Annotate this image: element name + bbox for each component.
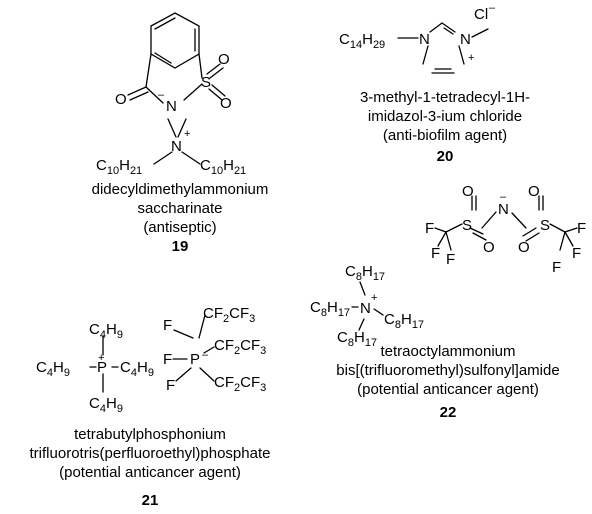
- svg-text:S: S: [462, 217, 472, 234]
- svg-text:CF2CF3: CF2CF3: [214, 337, 266, 357]
- svg-text:C8H17: C8H17: [337, 329, 377, 349]
- phosphonium-bonds: [89, 335, 119, 393]
- svg-text:C4H9: C4H9: [89, 321, 123, 341]
- svg-text:–: –: [202, 349, 209, 361]
- svg-text:C8H17: C8H17: [345, 263, 385, 283]
- svg-text:O: O: [483, 239, 495, 256]
- svg-text:F: F: [163, 351, 172, 368]
- svg-text:F: F: [446, 251, 455, 268]
- svg-text:N: N: [460, 31, 471, 48]
- svg-text:CF2CF3: CF2CF3: [214, 374, 266, 394]
- compound-20-number: 20: [436, 148, 454, 165]
- svg-text:F: F: [552, 259, 561, 276]
- svg-text:N: N: [171, 138, 182, 155]
- svg-text:C4H9: C4H9: [89, 395, 123, 415]
- svg-text:N: N: [360, 300, 371, 317]
- compound-19-role: (antiseptic): [143, 219, 217, 236]
- compound-19-atom-labels: S O O O N – N + C10H21 C10H21: [96, 51, 246, 177]
- compound-20-atom-labels: C14H29 N N + Cl –: [339, 2, 496, 64]
- compound-22-role: (potential anticancer agent): [357, 381, 539, 398]
- compound-21-number: 21: [141, 492, 159, 509]
- compound-20-name-line-1: 3-methyl-1-tetradecyl-1H-: [359, 89, 531, 106]
- svg-text:O: O: [115, 91, 127, 108]
- svg-text:O: O: [518, 239, 530, 256]
- compound-22-caption: tetraoctylammonium bis[(trifluoromethyl)…: [310, 342, 586, 399]
- svg-text:F: F: [425, 220, 434, 237]
- compound-21-name-line-1: tetrabutylphosphonium: [74, 426, 226, 443]
- compound-20-role: (anti-biofilm agent): [382, 127, 508, 144]
- svg-text:–: –: [489, 2, 496, 14]
- svg-text:S: S: [540, 217, 550, 234]
- compound-20-name-line-2: imidazol-3-ium chloride: [367, 108, 523, 125]
- compound-19-name-line-1: didecyldimethylammonium: [91, 181, 269, 198]
- imidazolium-ring-bonds: [397, 22, 489, 74]
- svg-text:+: +: [371, 292, 377, 304]
- svg-text:–: –: [500, 191, 507, 203]
- fap-anion-bonds: [172, 314, 215, 382]
- svg-text:C10H21: C10H21: [200, 157, 246, 177]
- compound-22-name-line-2: bis[(trifluoromethyl)sulfonyl]amide: [336, 362, 560, 379]
- compound-22-number: 22: [439, 404, 457, 421]
- compound-20-caption: 3-methyl-1-tetradecyl-1H- imidazol-3-ium…: [320, 88, 570, 145]
- compound-19-caption: didecyldimethylammonium saccharinate (an…: [50, 180, 310, 237]
- svg-text:C4H9: C4H9: [36, 359, 70, 379]
- compound-21-name-line-2: trifluorotris(perfluoroethyl)phosphate: [29, 445, 271, 462]
- svg-text:S: S: [201, 74, 211, 91]
- compound-21-role: (potential anticancer agent): [59, 464, 241, 481]
- svg-text:C4H9: C4H9: [120, 359, 154, 379]
- svg-text:O: O: [462, 183, 474, 200]
- compound-21-caption: tetrabutylphosphonium trifluorotris(perf…: [2, 425, 298, 482]
- svg-text:+: +: [184, 128, 190, 140]
- compound-21-atom-labels: C4H9 C4H9 P + C4H9 C4H9 F F F P – CF2CF3…: [36, 305, 266, 415]
- svg-text:P: P: [190, 351, 200, 368]
- svg-text:N: N: [498, 201, 509, 218]
- svg-text:C8H17: C8H17: [384, 311, 424, 331]
- svg-text:O: O: [528, 183, 540, 200]
- svg-text:F: F: [431, 245, 440, 262]
- svg-text:CF2CF3: CF2CF3: [203, 305, 255, 325]
- compound-22-atom-labels: C8H17 C8H17 N + C8H17 C8H17 O O S S N – …: [310, 183, 586, 349]
- svg-text:F: F: [572, 245, 581, 262]
- svg-text:O: O: [218, 51, 230, 68]
- svg-text:C8H17: C8H17: [310, 299, 350, 319]
- compound-22-name-line-1: tetraoctylammonium: [380, 343, 516, 360]
- ammonium-cation-19-bonds: [153, 118, 201, 165]
- compound-19-number: 19: [171, 238, 189, 255]
- svg-text:+: +: [468, 52, 474, 64]
- svg-text:O: O: [220, 95, 232, 112]
- svg-text:F: F: [577, 220, 586, 237]
- tetraoctylammonium-bonds: [351, 281, 384, 331]
- svg-text:Cl: Cl: [474, 6, 488, 23]
- svg-text:P: P: [97, 359, 107, 376]
- svg-text:F: F: [163, 317, 172, 334]
- svg-text:F: F: [166, 377, 175, 394]
- svg-text:–: –: [158, 89, 165, 101]
- saccharin-skeleton: [127, 12, 226, 104]
- svg-text:N: N: [166, 98, 177, 115]
- svg-text:C10H21: C10H21: [96, 157, 142, 177]
- svg-text:N: N: [419, 31, 430, 48]
- svg-text:C14H29: C14H29: [339, 31, 385, 51]
- bistriflimide-bonds: [434, 195, 578, 251]
- svg-text:+: +: [98, 352, 104, 364]
- compound-19-name-line-2: saccharinate: [137, 200, 223, 217]
